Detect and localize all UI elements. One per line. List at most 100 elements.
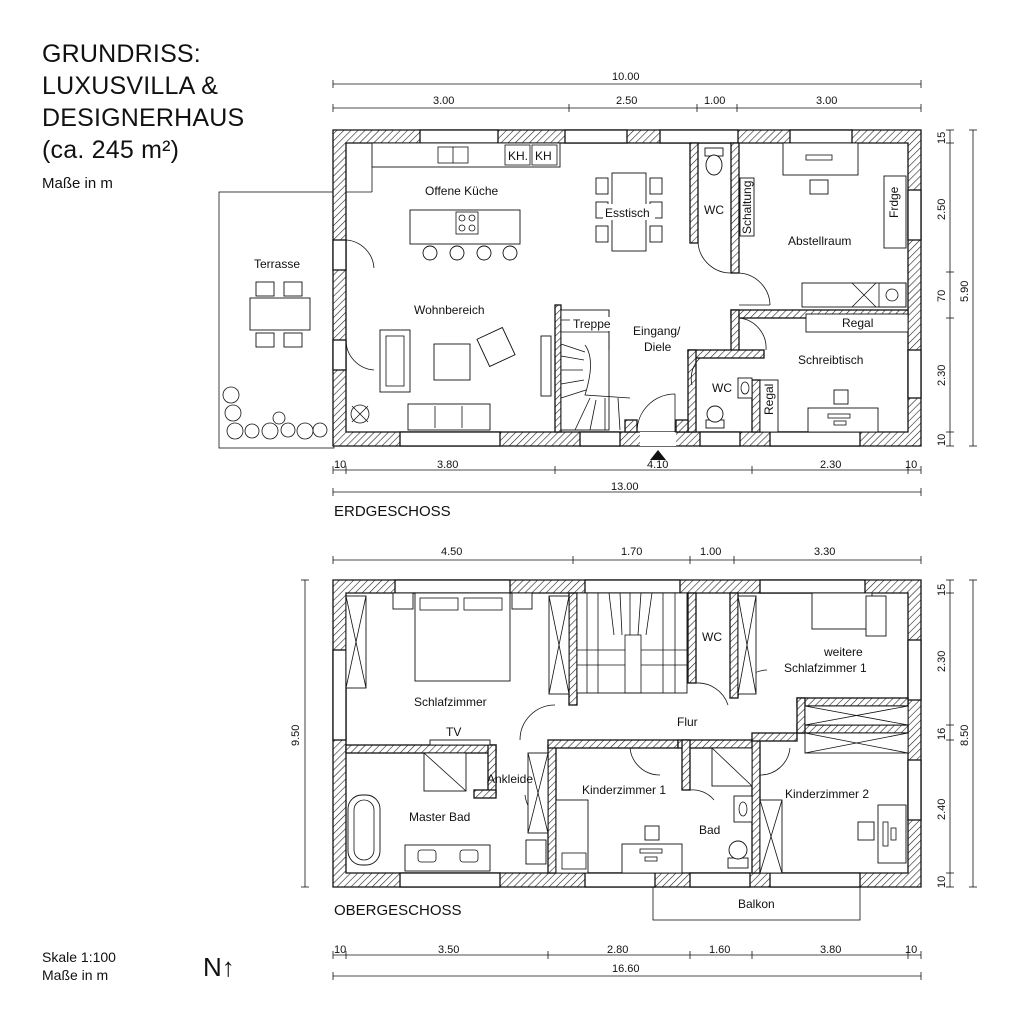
shelf-box [805,313,909,333]
room-dining: Esstisch [605,206,650,220]
units-note: Maße in m [42,175,113,192]
dim-bottom-total: 13.00 [611,481,639,493]
balcony [652,886,861,921]
upper-dimensions [301,556,977,980]
wc-toilet-upper [704,147,724,176]
plan-title: GRUNDRISS: LUXUSVILLA & DESIGNERHAUS (ca… [42,38,244,166]
title-line-4: (ca. 245 m²) [42,136,180,164]
dim-top-total: 10.00 [612,71,640,83]
room-entry-line2: Diele [644,340,672,354]
terrace-table [249,281,311,348]
dim-bottom-2: 3.80 [437,459,458,471]
ground-floor: KH. KH Offene Küche Esstisch WC [218,71,977,496]
dim-up-top-4: 3.30 [814,546,835,558]
desk-furniture [807,389,879,433]
dim-up-bottom-5: 3.80 [820,944,841,956]
dim-right-1: 15 [936,132,948,144]
dim-up-right-4: 2.40 [936,799,948,820]
dim-bottom-1: 10 [334,459,346,471]
room-masterbath: Master Bad [409,810,470,824]
kitchen-cabinet-2: KH [535,149,552,163]
stairs-label: Treppe [573,317,611,331]
shaft-box [739,177,755,237]
dim-up-left: 9.50 [290,725,302,746]
storage-furniture [782,142,907,308]
kids1-furniture [555,799,683,874]
dim-up-bottom-4: 1.60 [709,944,730,956]
upper-inner-walls [345,592,909,874]
dim-bottom-4: 2.30 [820,459,841,471]
room-bedroom1-line1: weitere [823,645,863,659]
upper-stairs [576,592,688,694]
north-arrow: N↑ [203,952,235,982]
room-wc-upper: WC [702,630,722,644]
dim-top-3: 1.00 [704,95,725,107]
scale-label: Skale 1:100 [42,949,116,965]
room-kids1: Kinderzimmer 1 [582,783,666,797]
upper-floor: Balkon [290,546,977,980]
upper-floor-label: OBERGESCHOSS [334,902,462,919]
dim-top-4: 3.00 [816,95,837,107]
room-storage: Abstellraum [788,234,851,248]
dining-table [595,172,663,252]
dim-bottom-3: 4.10 [647,459,668,471]
bedroom1-furniture [737,592,909,754]
room-balcony: Balkon [738,897,775,911]
ground-windows [332,129,922,447]
dim-up-top-2: 1.70 [621,546,642,558]
title-line-2: LUXUSVILLA & [42,72,219,100]
desk-shelf [759,379,779,433]
dim-up-top-3: 1.00 [700,546,721,558]
dim-right-5: 10 [936,434,948,446]
masterbath-fixtures [347,752,549,872]
plants [222,386,328,440]
kitchen-counter: KH. KH [346,142,561,193]
dim-top-2: 2.50 [616,95,637,107]
ground-dimensions [332,80,977,496]
dim-right-4: 2.30 [936,365,948,386]
ground-floor-label: ERDGESCHOSS [334,503,451,520]
room-terrace: Terrasse [254,257,300,271]
upper-outer-wall [332,579,922,888]
room-kids2: Kinderzimmer 2 [785,787,869,801]
room-closet: Ankleide [487,772,533,786]
dim-up-right-total: 8.50 [959,725,971,746]
room-bedroom1-line2: Schlafzimmer 1 [784,661,867,675]
wc-lower-fixtures [705,377,753,429]
dim-right-2: 2.50 [936,199,948,220]
ground-doors [345,239,771,433]
room-kitchen: Offene Küche [425,184,498,198]
shaft-label: Schaltung [740,181,754,234]
room-entry-line1: Eingang/ [633,324,681,338]
upper-windows [332,579,922,888]
room-bedroom: Schlafzimmer [414,695,487,709]
dim-up-right-5: 10 [936,876,948,888]
room-wc: WC [704,203,724,217]
dim-up-right-2: 2.30 [936,651,948,672]
dim-up-bottom-2: 3.50 [438,944,459,956]
bath-fixtures [711,747,753,869]
dim-up-bottom-total: 16.60 [612,963,640,975]
dim-up-right-1: 15 [936,584,948,596]
dim-right-3: 70 [936,290,948,302]
kitchen-cabinet-1: KH. [508,149,528,163]
kids2-furniture [759,799,907,874]
kitchen-island [409,209,521,261]
terrace-room-living: Wohnbereich [414,303,485,317]
room-bath: Bad [699,823,720,837]
dim-top-1: 3.00 [433,95,454,107]
dim-bottom-5: 10 [905,459,917,471]
dim-up-bottom-3: 2.80 [607,944,628,956]
room-desk: Schreibtisch [798,353,863,367]
living-furniture [350,326,552,431]
dim-right-total: 5.90 [959,281,971,302]
dim-up-right-3: 16 [936,728,948,740]
units-label: Maße in m [42,967,109,983]
entrance-arrow [650,450,666,460]
tv-label: TV [446,725,461,739]
dim-up-bottom-1: 10 [334,944,346,956]
room-wc-lower: WC [712,381,732,395]
bedroom-furniture [345,592,570,746]
desk-shelf-label: Regal [762,384,776,415]
